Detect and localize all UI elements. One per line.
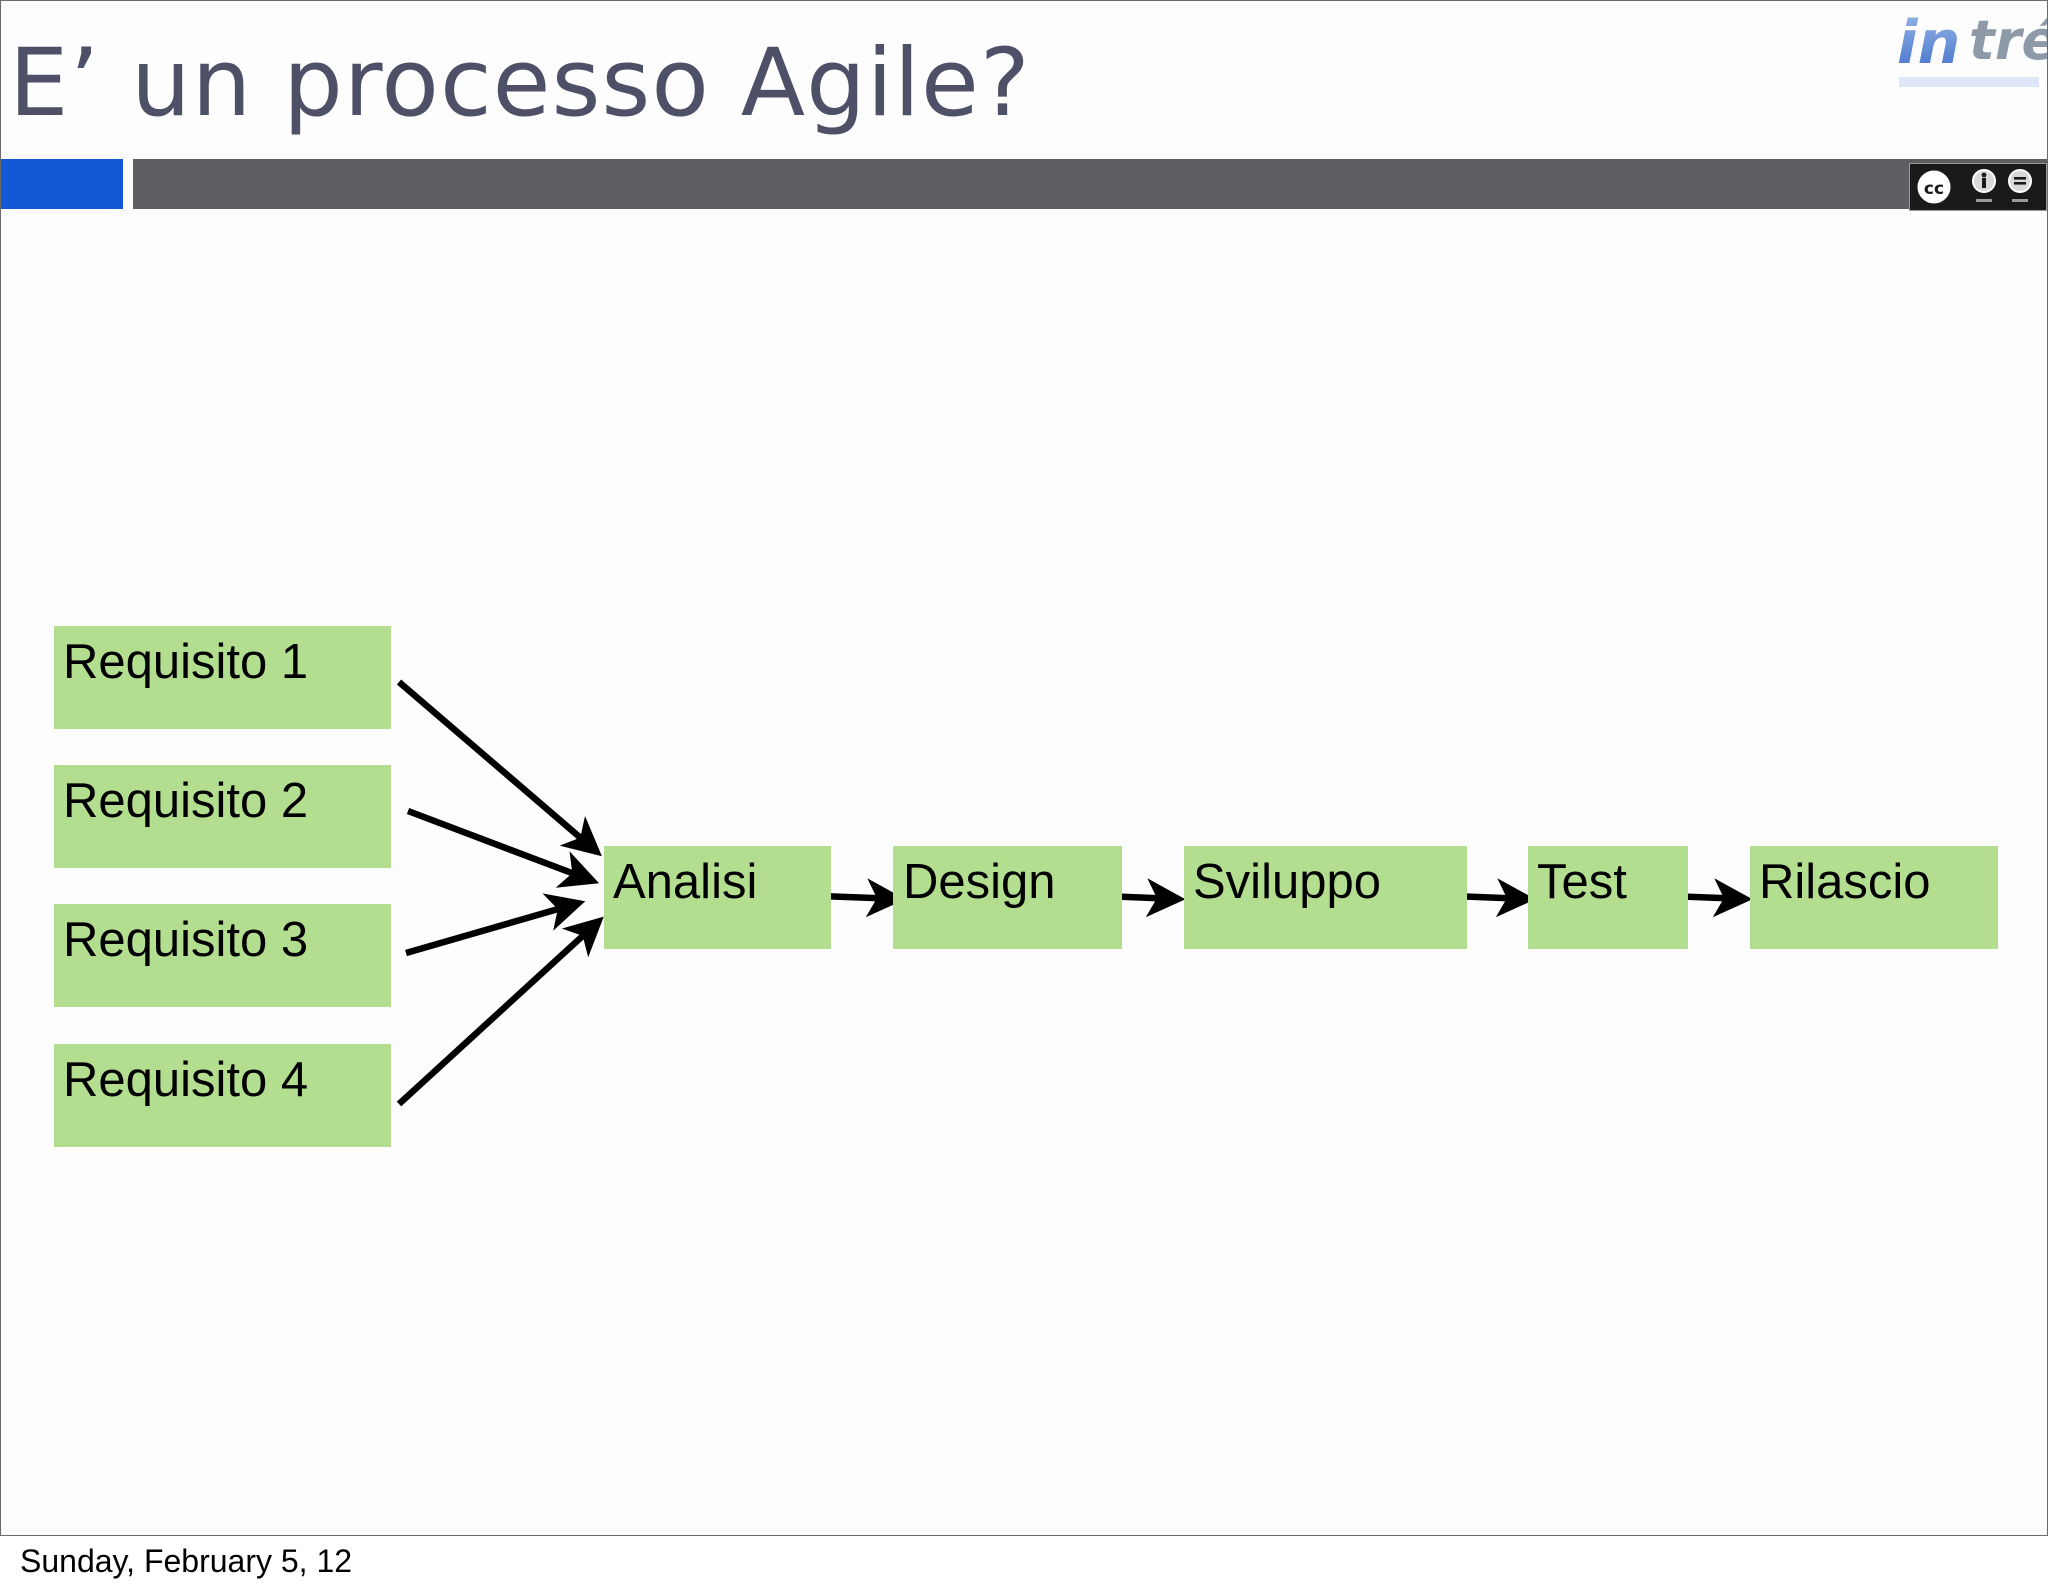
requirement-box-3: Requisito 3 [54, 904, 391, 1007]
arrow-analisi-to-design [819, 878, 906, 918]
creative-commons-badge-icon: cc [1909, 163, 2047, 211]
arrow-requisito-2-to-analisi [406, 807, 600, 888]
stage-label: Rilascio [1759, 855, 1931, 909]
accent-bar [1, 159, 123, 209]
arrow-requisito-4-to-analisi [396, 916, 604, 1107]
stage-box-sviluppo: Sviluppo [1184, 846, 1467, 949]
requirement-label: Requisito 1 [63, 635, 309, 689]
stage-label: Design [903, 855, 1056, 909]
stage-box-rilascio: Rilascio [1750, 846, 1998, 949]
header-bar [133, 159, 2047, 209]
svg-text:tré: tré [1969, 9, 2047, 72]
arrow-requisito-1-to-analisi [396, 679, 602, 857]
requirement-label: Requisito 2 [63, 774, 309, 828]
requirement-label: Requisito 4 [63, 1053, 309, 1107]
requirement-box-1: Requisito 1 [54, 626, 391, 729]
svg-text:cc: cc [1924, 179, 1944, 199]
stage-label: Analisi [613, 855, 758, 909]
requirement-box-4: Requisito 4 [54, 1044, 391, 1147]
stage-label: Test [1537, 855, 1627, 909]
requirement-label: Requisito 3 [63, 913, 309, 967]
intre-logo: in tré [1891, 1, 2047, 97]
arrow-requisito-3-to-analisi [405, 893, 586, 957]
slide-title: E’ un processo Agile? [9, 29, 1031, 138]
stage-box-design: Design [893, 846, 1122, 949]
footer-date: Sunday, February 5, 12 [20, 1543, 353, 1579]
slide: E’ un processo Agile? in tré cc [0, 0, 2048, 1536]
stage-box-test: Test [1528, 846, 1688, 949]
svg-text:in: in [1897, 8, 1960, 78]
stage-label: Sviluppo [1193, 855, 1381, 909]
stage-box-analisi: Analisi [604, 846, 831, 949]
requirement-box-2: Requisito 2 [54, 765, 391, 868]
